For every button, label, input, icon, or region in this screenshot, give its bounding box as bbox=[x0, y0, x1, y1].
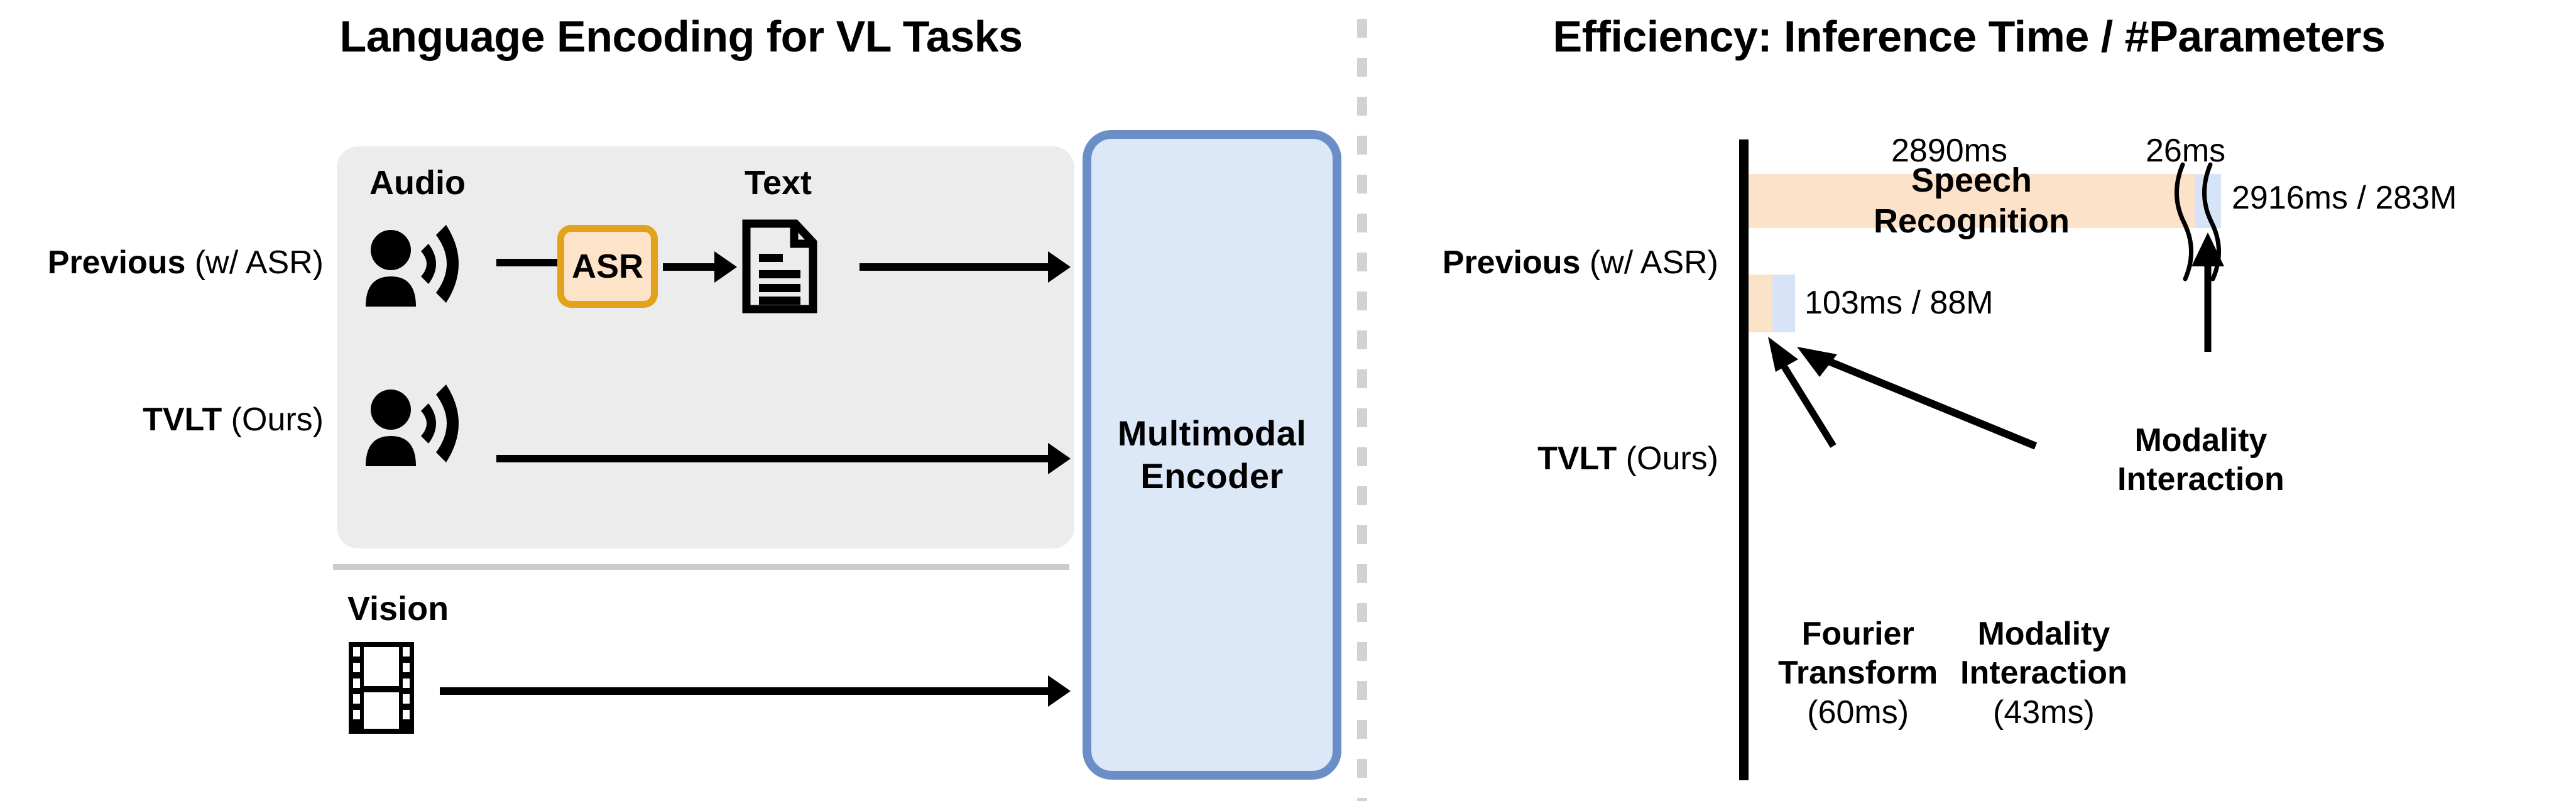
chart-row-label-tvlt-plain: (Ours) bbox=[1617, 440, 1718, 477]
left-panel-title: Language Encoding for VL Tasks bbox=[339, 12, 1023, 61]
arrow-audio-to-encoder bbox=[496, 443, 1071, 474]
value-label-previous-asr-time: 2890ms bbox=[1891, 133, 2007, 169]
annotation-tvlt-modality-interaction: Modality Interaction (43ms) bbox=[1960, 614, 2127, 732]
asr-box-label: ASR bbox=[571, 248, 643, 285]
annotation-arrow-previous-modality-interaction bbox=[2185, 232, 2235, 352]
chart-row-label-tvlt: TVLT (Ours) bbox=[1392, 440, 1718, 477]
arrow-text-to-encoder bbox=[860, 251, 1071, 283]
speaker-person-icon bbox=[363, 384, 464, 466]
annotation-tvlt-fourier-transform: Fourier Transform (60ms) bbox=[1778, 614, 1938, 732]
bar-tvlt-fourier-transform bbox=[1749, 275, 1772, 332]
value-label-previous-total: 2916ms / 283M bbox=[2232, 180, 2457, 216]
value-label-tvlt-total: 103ms / 88M bbox=[1804, 285, 1994, 321]
chart-row-label-previous-plain: (w/ ASR) bbox=[1580, 244, 1718, 281]
annotation-arrow-tvlt-fourier bbox=[1759, 333, 1885, 452]
speaker-person-icon bbox=[363, 225, 464, 307]
left-row-label-tvlt: TVLT (Ours) bbox=[0, 401, 324, 439]
right-panel-title: Efficiency: Inference Time / #Parameters bbox=[1553, 12, 2386, 61]
arrow-asr-to-text bbox=[663, 251, 737, 283]
left-row-label-previous-plain: (w/ ASR) bbox=[185, 244, 324, 281]
annotation-tvlt-fourier-l2: Transform bbox=[1778, 655, 1938, 692]
annotation-tvlt-modality-l2: Interaction bbox=[1960, 655, 2127, 692]
value-label-previous-interaction-time: 26ms bbox=[2146, 133, 2226, 169]
annotation-tvlt-fourier-l1: Fourier bbox=[1801, 616, 1914, 652]
annotation-previous-modality-l2: Interaction bbox=[2117, 461, 2284, 498]
asr-box[interactable]: ASR bbox=[557, 225, 658, 308]
panel-separator-line bbox=[333, 564, 1069, 570]
audio-pipeline-panel bbox=[337, 146, 1074, 548]
speech-recognition-line2: Recognition bbox=[1874, 202, 2070, 240]
chart-row-label-tvlt-bold: TVLT bbox=[1537, 440, 1617, 477]
audio-caption: Audio bbox=[369, 164, 466, 202]
annotation-previous-modality-l1: Modality bbox=[2134, 422, 2268, 459]
arrow-audio-to-asr bbox=[496, 259, 557, 266]
text-caption: Text bbox=[745, 164, 812, 202]
vision-caption: Vision bbox=[347, 590, 449, 628]
bar-tvlt-modality-interaction bbox=[1772, 275, 1795, 332]
annotation-tvlt-fourier-value: (60ms) bbox=[1807, 694, 1909, 731]
speech-recognition-line1: Speech bbox=[1911, 161, 2033, 200]
left-row-label-tvlt-bold: TVLT bbox=[143, 401, 222, 438]
arrow-vision-to-encoder bbox=[440, 675, 1071, 707]
annotation-tvlt-modality-value: (43ms) bbox=[1993, 694, 2095, 731]
film-strip-icon bbox=[347, 641, 415, 735]
panel-divider bbox=[1357, 19, 1367, 801]
chart-row-label-previous-bold: Previous bbox=[1442, 244, 1581, 281]
left-row-label-tvlt-plain: (Ours) bbox=[222, 401, 324, 438]
chart-y-axis bbox=[1739, 139, 1749, 780]
document-icon bbox=[741, 219, 818, 313]
left-row-label-previous: Previous (w/ ASR) bbox=[0, 244, 324, 281]
annotation-arrow-tvlt-modality bbox=[1784, 333, 2067, 452]
left-row-label-previous-bold: Previous bbox=[47, 244, 186, 281]
encoder-label-line1: Multimodal bbox=[1117, 413, 1307, 453]
annotation-previous-modality-interaction: Modality Interaction bbox=[2117, 421, 2284, 499]
bar-previous-speech-recognition bbox=[1749, 174, 2195, 228]
multimodal-encoder-box[interactable]: Multimodal Encoder bbox=[1083, 130, 1341, 780]
annotation-tvlt-modality-l1: Modality bbox=[1977, 616, 2110, 652]
encoder-label-line2: Encoder bbox=[1140, 456, 1284, 496]
chart-row-label-previous: Previous (w/ ASR) bbox=[1392, 244, 1718, 281]
bar-previous-segment-label: Speech Recognition bbox=[1749, 161, 2195, 240]
